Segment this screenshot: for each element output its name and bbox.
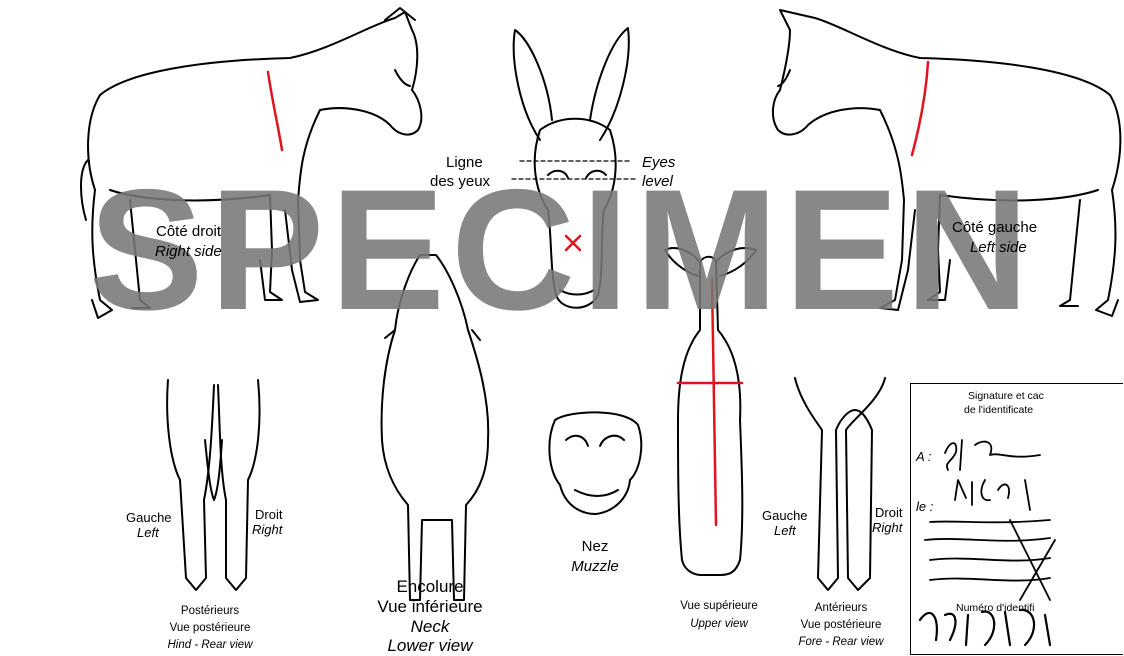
- eyes-label-fr-1: Ligne: [446, 153, 483, 172]
- eyes-label-en-2: level: [642, 172, 673, 191]
- fore-right-fr: Droit: [875, 505, 902, 521]
- fore-right-en: Right: [872, 520, 902, 536]
- neck-label-fr-1: Encolure: [370, 577, 490, 597]
- upper-view-label-fr: Vue supérieure: [664, 599, 774, 614]
- date-label: le :: [916, 500, 933, 513]
- neck-label-fr-2: Vue inférieure: [355, 597, 505, 617]
- eyes-label-en-1: Eyes: [642, 153, 675, 172]
- number-label: Numéro d'identifi: [956, 602, 1034, 615]
- hind-right-en: Right: [252, 522, 282, 538]
- fore-title-2: Vue postérieure: [778, 618, 904, 633]
- muzzle-label-en: Muzzle: [555, 557, 635, 576]
- signature-box: Signature et cac de l'identificate A : l…: [910, 383, 1123, 655]
- upper-view-label-en: Upper view: [664, 617, 774, 632]
- donkey-hind-legs-drawing: [167, 380, 259, 590]
- eyes-label-fr-2: des yeux: [430, 172, 490, 191]
- donkey-upper-view-drawing: [665, 248, 756, 575]
- place-label: A :: [916, 450, 931, 463]
- muzzle-label-fr: Nez: [560, 537, 630, 556]
- right-side-label-en: Right side: [155, 242, 222, 261]
- hind-left-fr: Gauche: [126, 510, 172, 526]
- signature-title-1: Signature et cac: [968, 390, 1044, 403]
- left-side-label-en: Left side: [970, 238, 1027, 257]
- fore-title-3: Fore - Rear view: [778, 635, 904, 650]
- donkey-fore-legs-drawing: [795, 378, 885, 590]
- neck-label-en-2: Lower view: [355, 636, 505, 656]
- hind-title-3: Hind - Rear view: [140, 638, 280, 653]
- hind-title-1: Postérieurs: [140, 604, 280, 619]
- hind-left-en: Left: [137, 525, 159, 541]
- donkey-face-drawing: [514, 28, 629, 308]
- donkey-muzzle-drawing: [549, 412, 641, 514]
- left-side-label-fr: Côté gauche: [952, 218, 1037, 237]
- donkey-right-side-drawing: [81, 8, 421, 318]
- fore-left-en: Left: [774, 523, 796, 539]
- right-side-label-fr: Côté droit: [156, 222, 221, 241]
- hind-right-fr: Droit: [255, 507, 282, 523]
- fore-left-fr: Gauche: [762, 508, 808, 524]
- donkey-left-side-drawing: [773, 10, 1120, 316]
- fore-title-1: Antérieurs: [786, 601, 896, 616]
- donkey-neck-lower-view-drawing: [382, 255, 489, 600]
- signature-title-2: de l'identificate: [964, 404, 1033, 417]
- neck-label-en-1: Neck: [370, 617, 490, 637]
- hind-title-2: Vue postérieure: [140, 621, 280, 636]
